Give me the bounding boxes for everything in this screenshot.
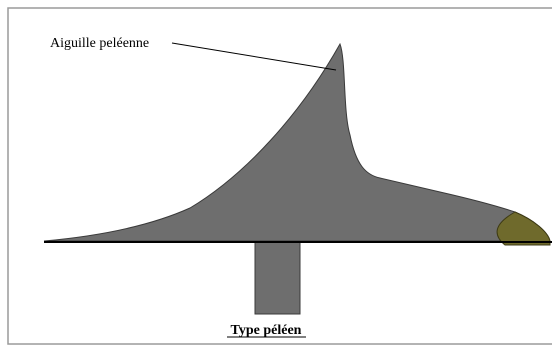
diagram-caption: Type péléen: [231, 323, 302, 338]
volcano-conduit: [254, 241, 301, 315]
needle-leader-line: [171, 42, 337, 71]
needle-label: Aiguille peléenne: [50, 36, 149, 51]
lava-lobe: [496, 211, 551, 246]
volcano-cone: [43, 42, 551, 242]
